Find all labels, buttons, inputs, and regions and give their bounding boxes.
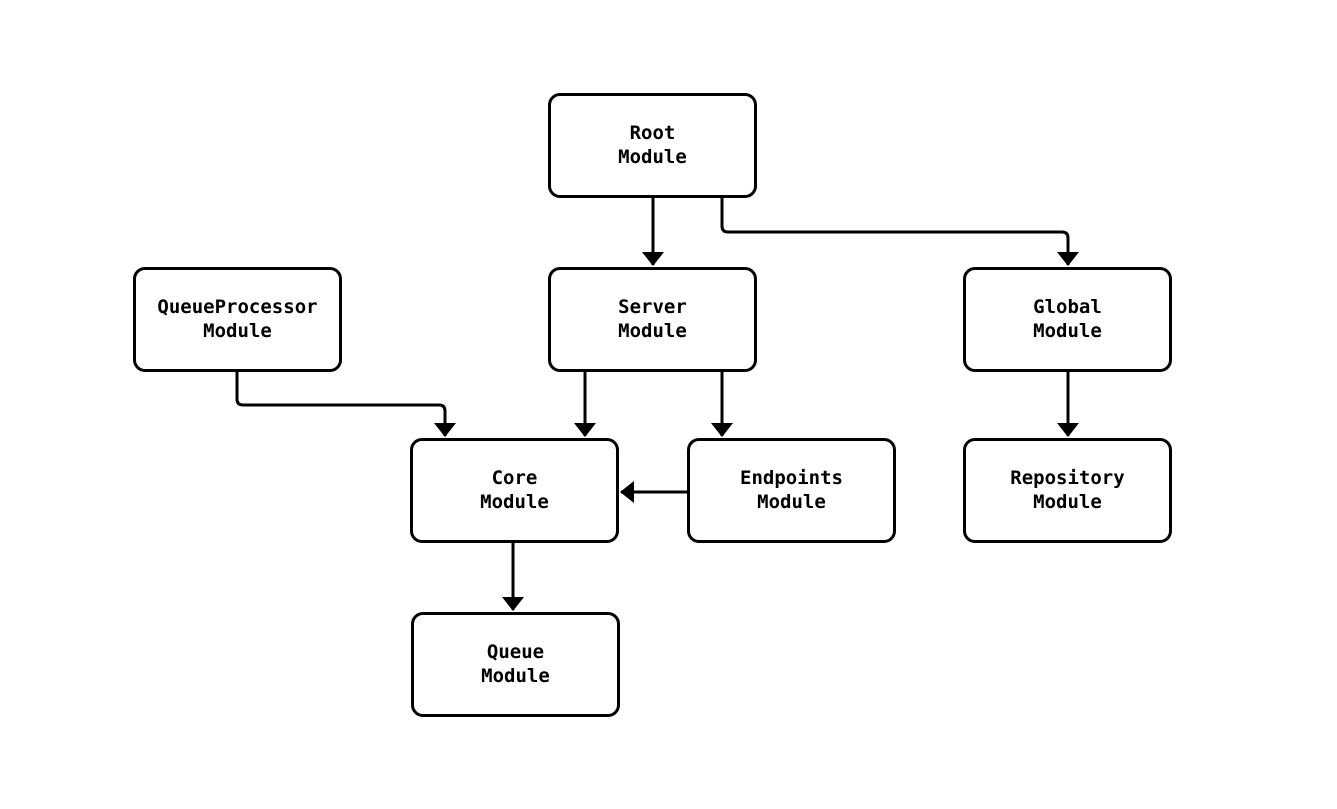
- node-label: Queue Module: [481, 640, 550, 687]
- node-label: Global Module: [1033, 295, 1102, 342]
- node-global-module: Global Module: [963, 267, 1172, 372]
- node-queue-module: Queue Module: [411, 612, 620, 717]
- node-label: QueueProcessor Module: [157, 295, 318, 342]
- node-root-module: Root Module: [548, 93, 757, 198]
- node-label: Server Module: [618, 295, 687, 342]
- node-label: Repository Module: [1010, 466, 1125, 513]
- edges-group: [235, 198, 1079, 611]
- edge-root-to-global: [720, 198, 1079, 266]
- node-core-module: Core Module: [410, 438, 619, 543]
- node-endpoints-module: Endpoints Module: [687, 438, 896, 543]
- node-label: Endpoints Module: [740, 466, 843, 513]
- node-label: Root Module: [618, 121, 687, 168]
- node-repository-module: Repository Module: [963, 438, 1172, 543]
- node-queueprocessor-module: QueueProcessor Module: [133, 267, 342, 372]
- node-server-module: Server Module: [548, 267, 757, 372]
- edge-queueprocessor-to-core: [235, 372, 456, 437]
- node-label: Core Module: [480, 466, 549, 513]
